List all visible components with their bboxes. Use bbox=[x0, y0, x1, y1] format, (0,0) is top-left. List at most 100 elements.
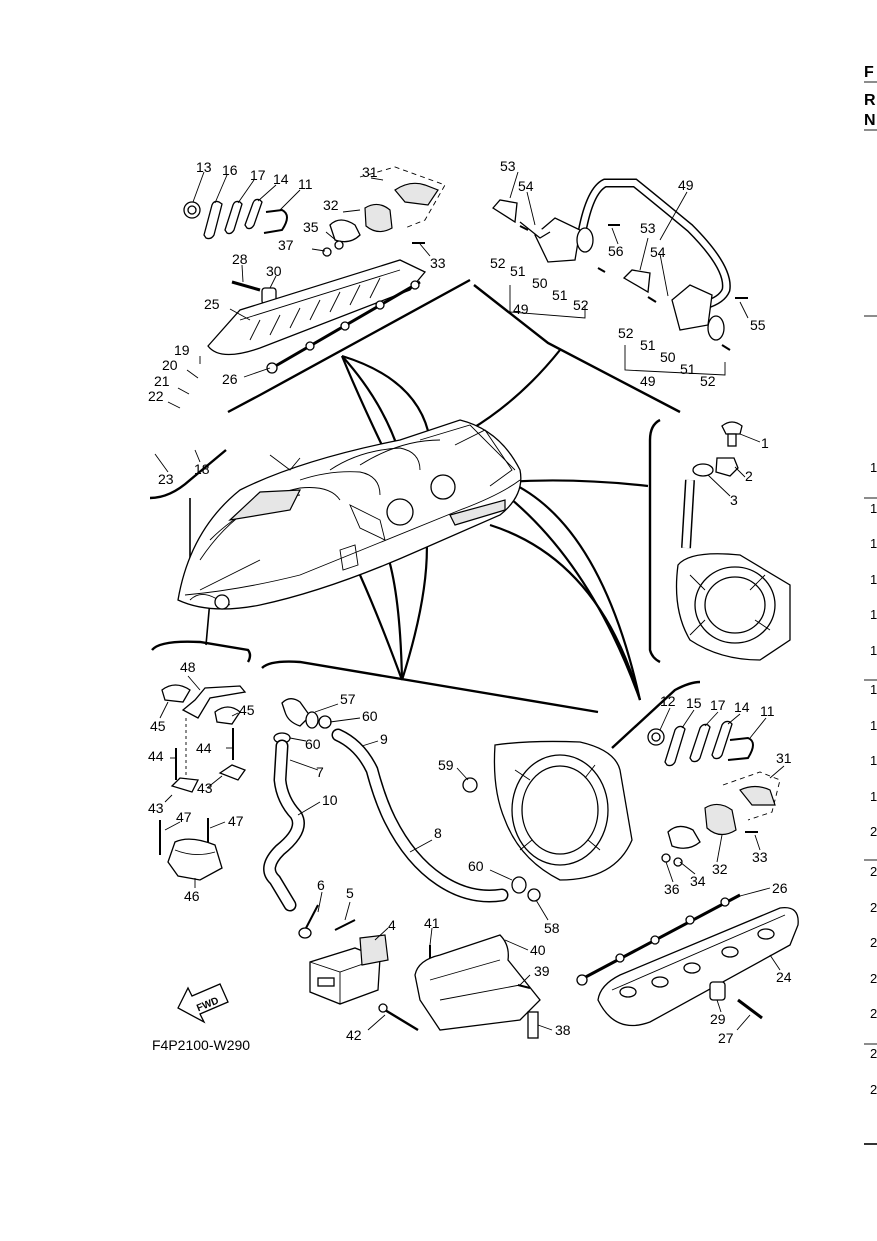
edge-number: 1 bbox=[870, 572, 877, 587]
group-top-left-parts bbox=[183, 166, 446, 374]
callout-51: 51 bbox=[552, 287, 568, 303]
callout-2: 2 bbox=[745, 468, 753, 484]
edge-number: 2 bbox=[870, 935, 877, 950]
callout-60: 60 bbox=[362, 708, 378, 724]
callout-36: 36 bbox=[664, 881, 680, 897]
callout-29: 29 bbox=[710, 1011, 726, 1027]
group-bottom-left-parts bbox=[159, 684, 247, 881]
edge-number: 2 bbox=[870, 900, 877, 915]
callout-49: 49 bbox=[640, 373, 656, 389]
callout-56: 56 bbox=[608, 243, 624, 259]
callout-12: 12 bbox=[660, 693, 676, 709]
callout-60: 60 bbox=[468, 858, 484, 874]
callout-43: 43 bbox=[148, 800, 164, 816]
group-bottom-middle-parts bbox=[263, 698, 633, 1039]
callout-54: 54 bbox=[650, 244, 666, 260]
group-frames bbox=[149, 278, 701, 749]
callout-24: 24 bbox=[776, 969, 792, 985]
group-right-parts bbox=[675, 421, 791, 661]
callout-51: 51 bbox=[510, 263, 526, 279]
callout-46: 46 bbox=[184, 888, 200, 904]
callout-9: 9 bbox=[380, 731, 388, 747]
callout-49: 49 bbox=[513, 301, 529, 317]
callout-28: 28 bbox=[232, 251, 248, 267]
callout-27: 27 bbox=[718, 1030, 734, 1046]
callout-17: 17 bbox=[710, 697, 726, 713]
edge-number: 2 bbox=[870, 971, 877, 986]
group-bottom-right-parts bbox=[576, 720, 799, 1027]
edge-number: 1 bbox=[870, 643, 877, 658]
callout-16: 16 bbox=[222, 162, 238, 178]
callout-50: 50 bbox=[532, 275, 548, 291]
callout-leaders bbox=[154, 171, 785, 1031]
callout-41: 41 bbox=[424, 915, 440, 931]
callout-57: 57 bbox=[340, 691, 356, 707]
callout-45: 45 bbox=[239, 702, 255, 718]
callout-4: 4 bbox=[388, 917, 396, 933]
callout-44: 44 bbox=[148, 748, 164, 764]
callout-32: 32 bbox=[323, 197, 339, 213]
edge-number: 1 bbox=[870, 682, 877, 697]
edge-number: 2 bbox=[870, 824, 877, 839]
callout-21: 21 bbox=[154, 373, 170, 389]
callout-14: 14 bbox=[734, 699, 750, 715]
callout-8: 8 bbox=[434, 825, 442, 841]
callout-60: 60 bbox=[305, 736, 321, 752]
edge-number: 2 bbox=[870, 1082, 877, 1097]
callout-59: 59 bbox=[438, 757, 454, 773]
callout-5: 5 bbox=[346, 885, 354, 901]
callout-53: 53 bbox=[500, 158, 516, 174]
callout-23: 23 bbox=[158, 471, 174, 487]
edge-number: 2 bbox=[870, 1046, 877, 1061]
callout-48: 48 bbox=[180, 659, 196, 675]
watercraft-hull bbox=[177, 419, 522, 610]
callout-10: 10 bbox=[322, 792, 338, 808]
callout-25: 25 bbox=[204, 296, 220, 312]
edge-number: 1 bbox=[870, 460, 877, 475]
callout-52: 52 bbox=[618, 325, 634, 341]
callout-15: 15 bbox=[686, 695, 702, 711]
edge-number: 1 bbox=[870, 501, 877, 516]
callout-30: 30 bbox=[266, 263, 282, 279]
callout-39: 39 bbox=[534, 963, 550, 979]
callout-26: 26 bbox=[772, 880, 788, 896]
callout-6: 6 bbox=[317, 877, 325, 893]
edge-number: 1 bbox=[870, 753, 877, 768]
callout-52: 52 bbox=[700, 373, 716, 389]
callout-58: 58 bbox=[544, 920, 560, 936]
callout-17: 17 bbox=[250, 167, 266, 183]
edge-number: 1 bbox=[870, 607, 877, 622]
callout-52: 52 bbox=[490, 255, 506, 271]
callout-47: 47 bbox=[228, 813, 244, 829]
edge-number: 1 bbox=[870, 718, 877, 733]
callout-13: 13 bbox=[196, 159, 212, 175]
callout-19: 19 bbox=[174, 342, 190, 358]
callout-32: 32 bbox=[712, 861, 728, 877]
callout-49: 49 bbox=[678, 177, 694, 193]
callout-52: 52 bbox=[573, 297, 589, 313]
callout-51: 51 bbox=[680, 361, 696, 377]
callout-11: 11 bbox=[298, 176, 313, 192]
edge-letter-f: F bbox=[864, 64, 874, 81]
callout-33: 33 bbox=[430, 255, 446, 271]
callout-47: 47 bbox=[176, 809, 192, 825]
callout-40: 40 bbox=[530, 942, 546, 958]
callout-34: 34 bbox=[690, 873, 706, 889]
callout-44: 44 bbox=[196, 740, 212, 756]
callout-11: 11 bbox=[760, 703, 775, 719]
callout-1: 1 bbox=[761, 435, 769, 451]
callout-20: 20 bbox=[162, 357, 178, 373]
callout-45: 45 bbox=[150, 718, 166, 734]
callout-35: 35 bbox=[303, 219, 319, 235]
callout-7: 7 bbox=[316, 764, 324, 780]
callout-37: 37 bbox=[278, 237, 294, 253]
callout-55: 55 bbox=[750, 317, 766, 333]
edge-number: 2 bbox=[870, 864, 877, 879]
group-leader-arrows bbox=[189, 349, 649, 701]
callout-18: 18 bbox=[194, 461, 210, 477]
edge-letter-n: N bbox=[864, 112, 876, 129]
callout-3: 3 bbox=[730, 492, 738, 508]
right-edge-column: F R N 1 1 1 1 1 1 1 1 1 1 2 2 2 2 2 2 2 … bbox=[864, 64, 877, 1145]
callout-38: 38 bbox=[555, 1022, 571, 1038]
